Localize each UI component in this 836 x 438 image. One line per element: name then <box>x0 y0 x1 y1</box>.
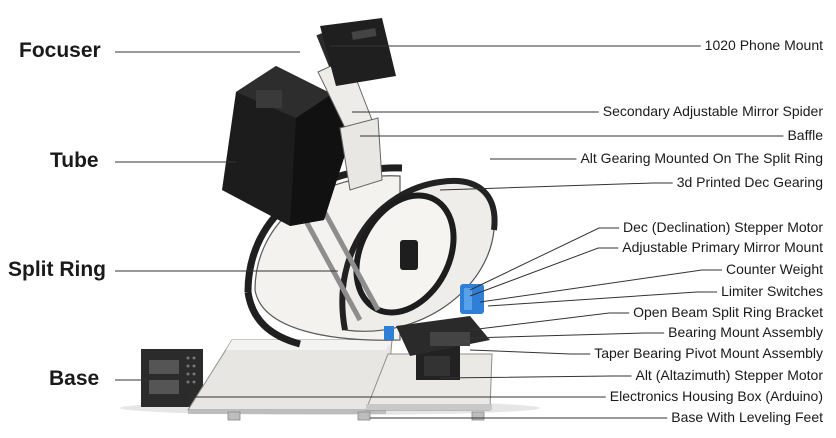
alt-stepper-motor <box>416 346 460 380</box>
part-label-adjustable-primary-mirror-mount: Adjustable Primary Mirror Mount <box>622 239 823 255</box>
part-label-limiter-switches: Limiter Switches <box>721 283 823 299</box>
leader-line-part-8 <box>487 291 718 307</box>
part-label-taper-bearing-pivot-mount-assembly: Taper Bearing Pivot Mount Assembly <box>594 345 823 361</box>
bearing-mount-assembly <box>396 316 490 356</box>
section-label-focuser: Focuser <box>19 39 101 62</box>
part-label-base-with-leveling-feet: Base With Leveling Feet <box>671 409 823 425</box>
leader-line-part-7 <box>479 269 722 303</box>
part-label-alt-gearing-mounted-on-the-split-ring: Alt Gearing Mounted On The Split Ring <box>580 150 823 166</box>
base-plate-right <box>365 353 493 411</box>
base-plate-left <box>187 339 393 414</box>
leader-line-part-5 <box>469 227 620 291</box>
part-label-secondary-adjustable-mirror-spider: Secondary Adjustable Mirror Spider <box>602 103 823 119</box>
leveling-feet <box>227 411 485 421</box>
limiter-switch <box>384 326 394 340</box>
section-label-split-ring: Split Ring <box>8 258 106 281</box>
section-label-tube: Tube <box>50 149 99 172</box>
leader-line-part-6 <box>469 247 619 297</box>
leader-line-part-4 <box>439 182 673 191</box>
leader-line-part-10 <box>469 332 665 339</box>
leader-line-part-11 <box>469 349 591 355</box>
phone-mount <box>320 18 396 86</box>
part-label-bearing-mount-assembly: Bearing Mount Assembly <box>668 324 823 340</box>
leader-line-part-9 <box>469 312 630 331</box>
open-beam-rails <box>297 198 381 322</box>
section-label-base: Base <box>49 367 100 390</box>
part-label-open-beam-split-ring-bracket: Open Beam Split Ring Bracket <box>633 304 823 320</box>
part-label-3d-printed-dec-gearing: 3d Printed Dec Gearing <box>676 174 823 190</box>
counter-weight <box>460 284 484 314</box>
part-label-electronics-housing-box-arduino: Electronics Housing Box (Arduino) <box>609 388 823 404</box>
part-label-counter-weight: Counter Weight <box>725 261 823 277</box>
leader-line-part-12 <box>439 375 632 379</box>
part-label-dec-declination-stepper-motor: Dec (Declination) Stepper Motor <box>623 219 823 235</box>
part-label-alt-altazimuth-stepper-motor: Alt (Altazimuth) Stepper Motor <box>635 367 823 383</box>
part-label-1020-phone-mount: 1020 Phone Mount <box>704 37 823 53</box>
part-label-baffle: Baffle <box>787 127 823 143</box>
